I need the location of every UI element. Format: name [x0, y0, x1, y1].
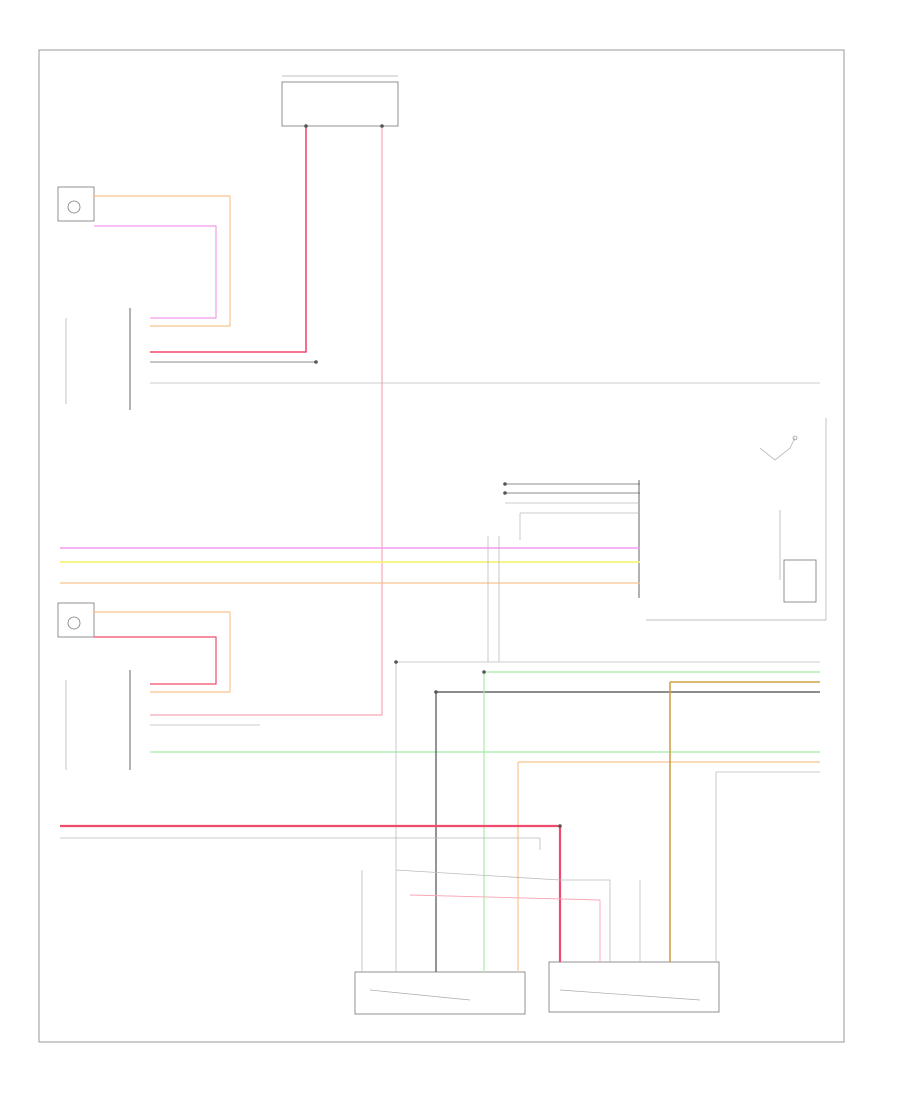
connector-dot	[503, 482, 507, 486]
wire-red	[150, 126, 307, 353]
connector-dot	[394, 660, 398, 664]
blower-motor	[57, 186, 95, 222]
wire-red	[94, 636, 217, 685]
aux-mode-actuator	[354, 971, 526, 1015]
connector-dot	[558, 824, 562, 828]
wire-red	[60, 824, 562, 962]
fuse-box	[281, 75, 399, 127]
wire-pink	[150, 126, 383, 716]
connector-dot	[380, 124, 384, 128]
connector-dot	[304, 124, 308, 128]
wire-gray	[395, 869, 611, 962]
connector-dot	[503, 491, 507, 495]
connector-dot	[434, 690, 438, 694]
aux-temp-actuator	[548, 961, 720, 1013]
wire-magenta	[94, 225, 217, 319]
diagram-frame	[38, 49, 845, 1043]
wire-pink	[409, 894, 601, 962]
wire-gray	[60, 837, 541, 850]
blower-control-module	[65, 308, 131, 410]
wire-orange	[94, 195, 231, 327]
connector-dots	[304, 124, 562, 828]
wires	[60, 126, 820, 972]
aux-hvac-control	[638, 418, 827, 621]
aux-blower-motor	[57, 602, 131, 770]
connector-dot	[482, 670, 486, 674]
connector-dot	[314, 360, 318, 364]
wire-orange	[94, 611, 231, 693]
